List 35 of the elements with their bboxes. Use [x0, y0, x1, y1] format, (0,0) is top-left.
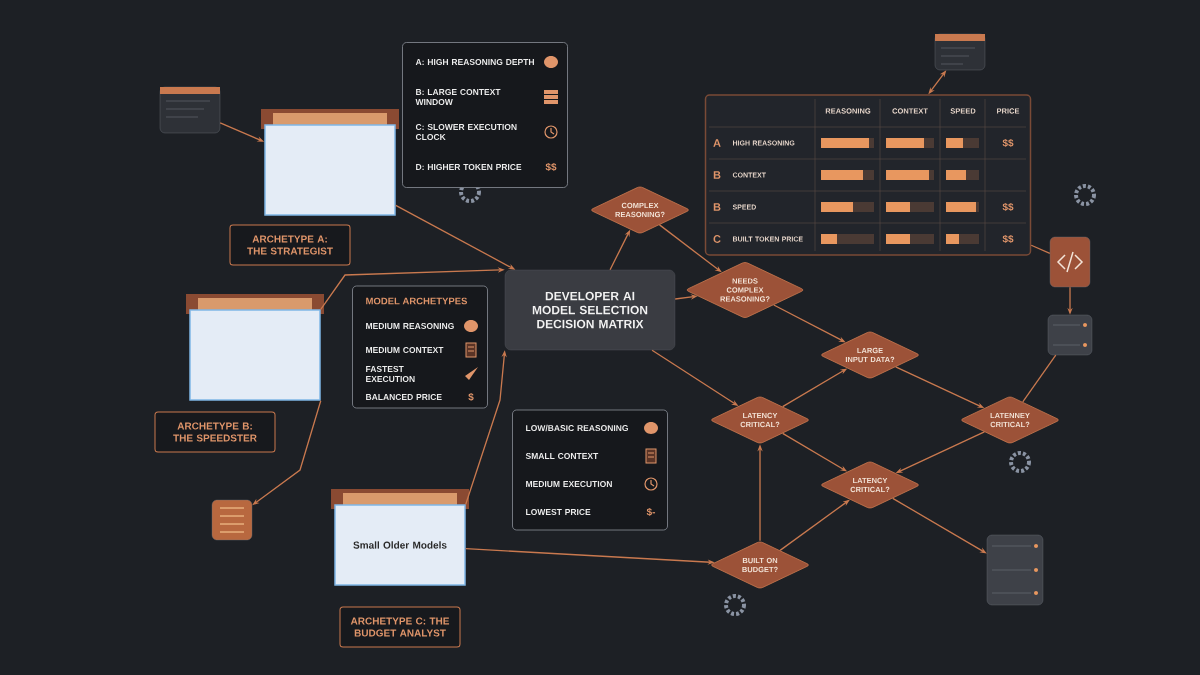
- node-label: B: LARGE CONTEXT WINDOW: [415, 89, 501, 106]
- title-panel: DEVELOPER AI MODEL SELECTION DECISION MATRIX: [504, 269, 676, 351]
- node-label: $$: [1002, 202, 1014, 212]
- node-label: MODEL ARCHETYPES: [366, 297, 468, 305]
- model-platform: [261, 109, 399, 216]
- archetype-tag: ARCHETYPE B: THE SPEEDSTER: [154, 411, 276, 453]
- node-label: C: SLOWER EXECUTION CLOCK: [415, 124, 517, 141]
- archetype-tag: ARCHETYPE A: THE STRATEGIST: [229, 224, 351, 266]
- price-symbol: $$: [545, 162, 557, 172]
- node-label: MEDIUM REASONING: [366, 323, 454, 330]
- price-symbol: $-: [646, 507, 656, 517]
- server-rack-icon: [986, 534, 1044, 606]
- code-icon: [1049, 236, 1091, 288]
- model-platform: Small Older Models: [331, 489, 469, 586]
- price-symbol: $: [468, 392, 474, 402]
- coin-stack-icon: [211, 499, 253, 541]
- node-label: $$: [1002, 234, 1014, 244]
- node-label: LOW/BASIC REASONING: [526, 424, 628, 432]
- node-label: SMALL CONTEXT: [525, 453, 599, 460]
- node-label: MEDIUM EXECUTION: [526, 481, 612, 488]
- node-label: MEDIUM CONTEXT: [366, 347, 444, 354]
- node-label: A: HIGH REASONING DEPTH: [415, 59, 534, 66]
- model-platform: [186, 294, 324, 401]
- node-label: D: HIGHER TOKEN PRICE: [416, 164, 522, 171]
- node-label: C: [713, 235, 721, 243]
- node-label: B: [713, 203, 721, 211]
- node-label: A: [713, 139, 721, 147]
- node-label: BALANCED PRICE: [366, 394, 442, 401]
- server-icon: [1047, 314, 1093, 356]
- archetype-tag: ARCHETYPE C: THE BUDGET ANALYST: [339, 606, 461, 648]
- node-label: LOWEST PRICE: [526, 509, 591, 516]
- node-label: FASTEST EXECUTION: [366, 366, 415, 383]
- code-window-icon: [934, 33, 986, 71]
- code-window-icon: [159, 86, 221, 134]
- node-label: $$: [1002, 138, 1014, 148]
